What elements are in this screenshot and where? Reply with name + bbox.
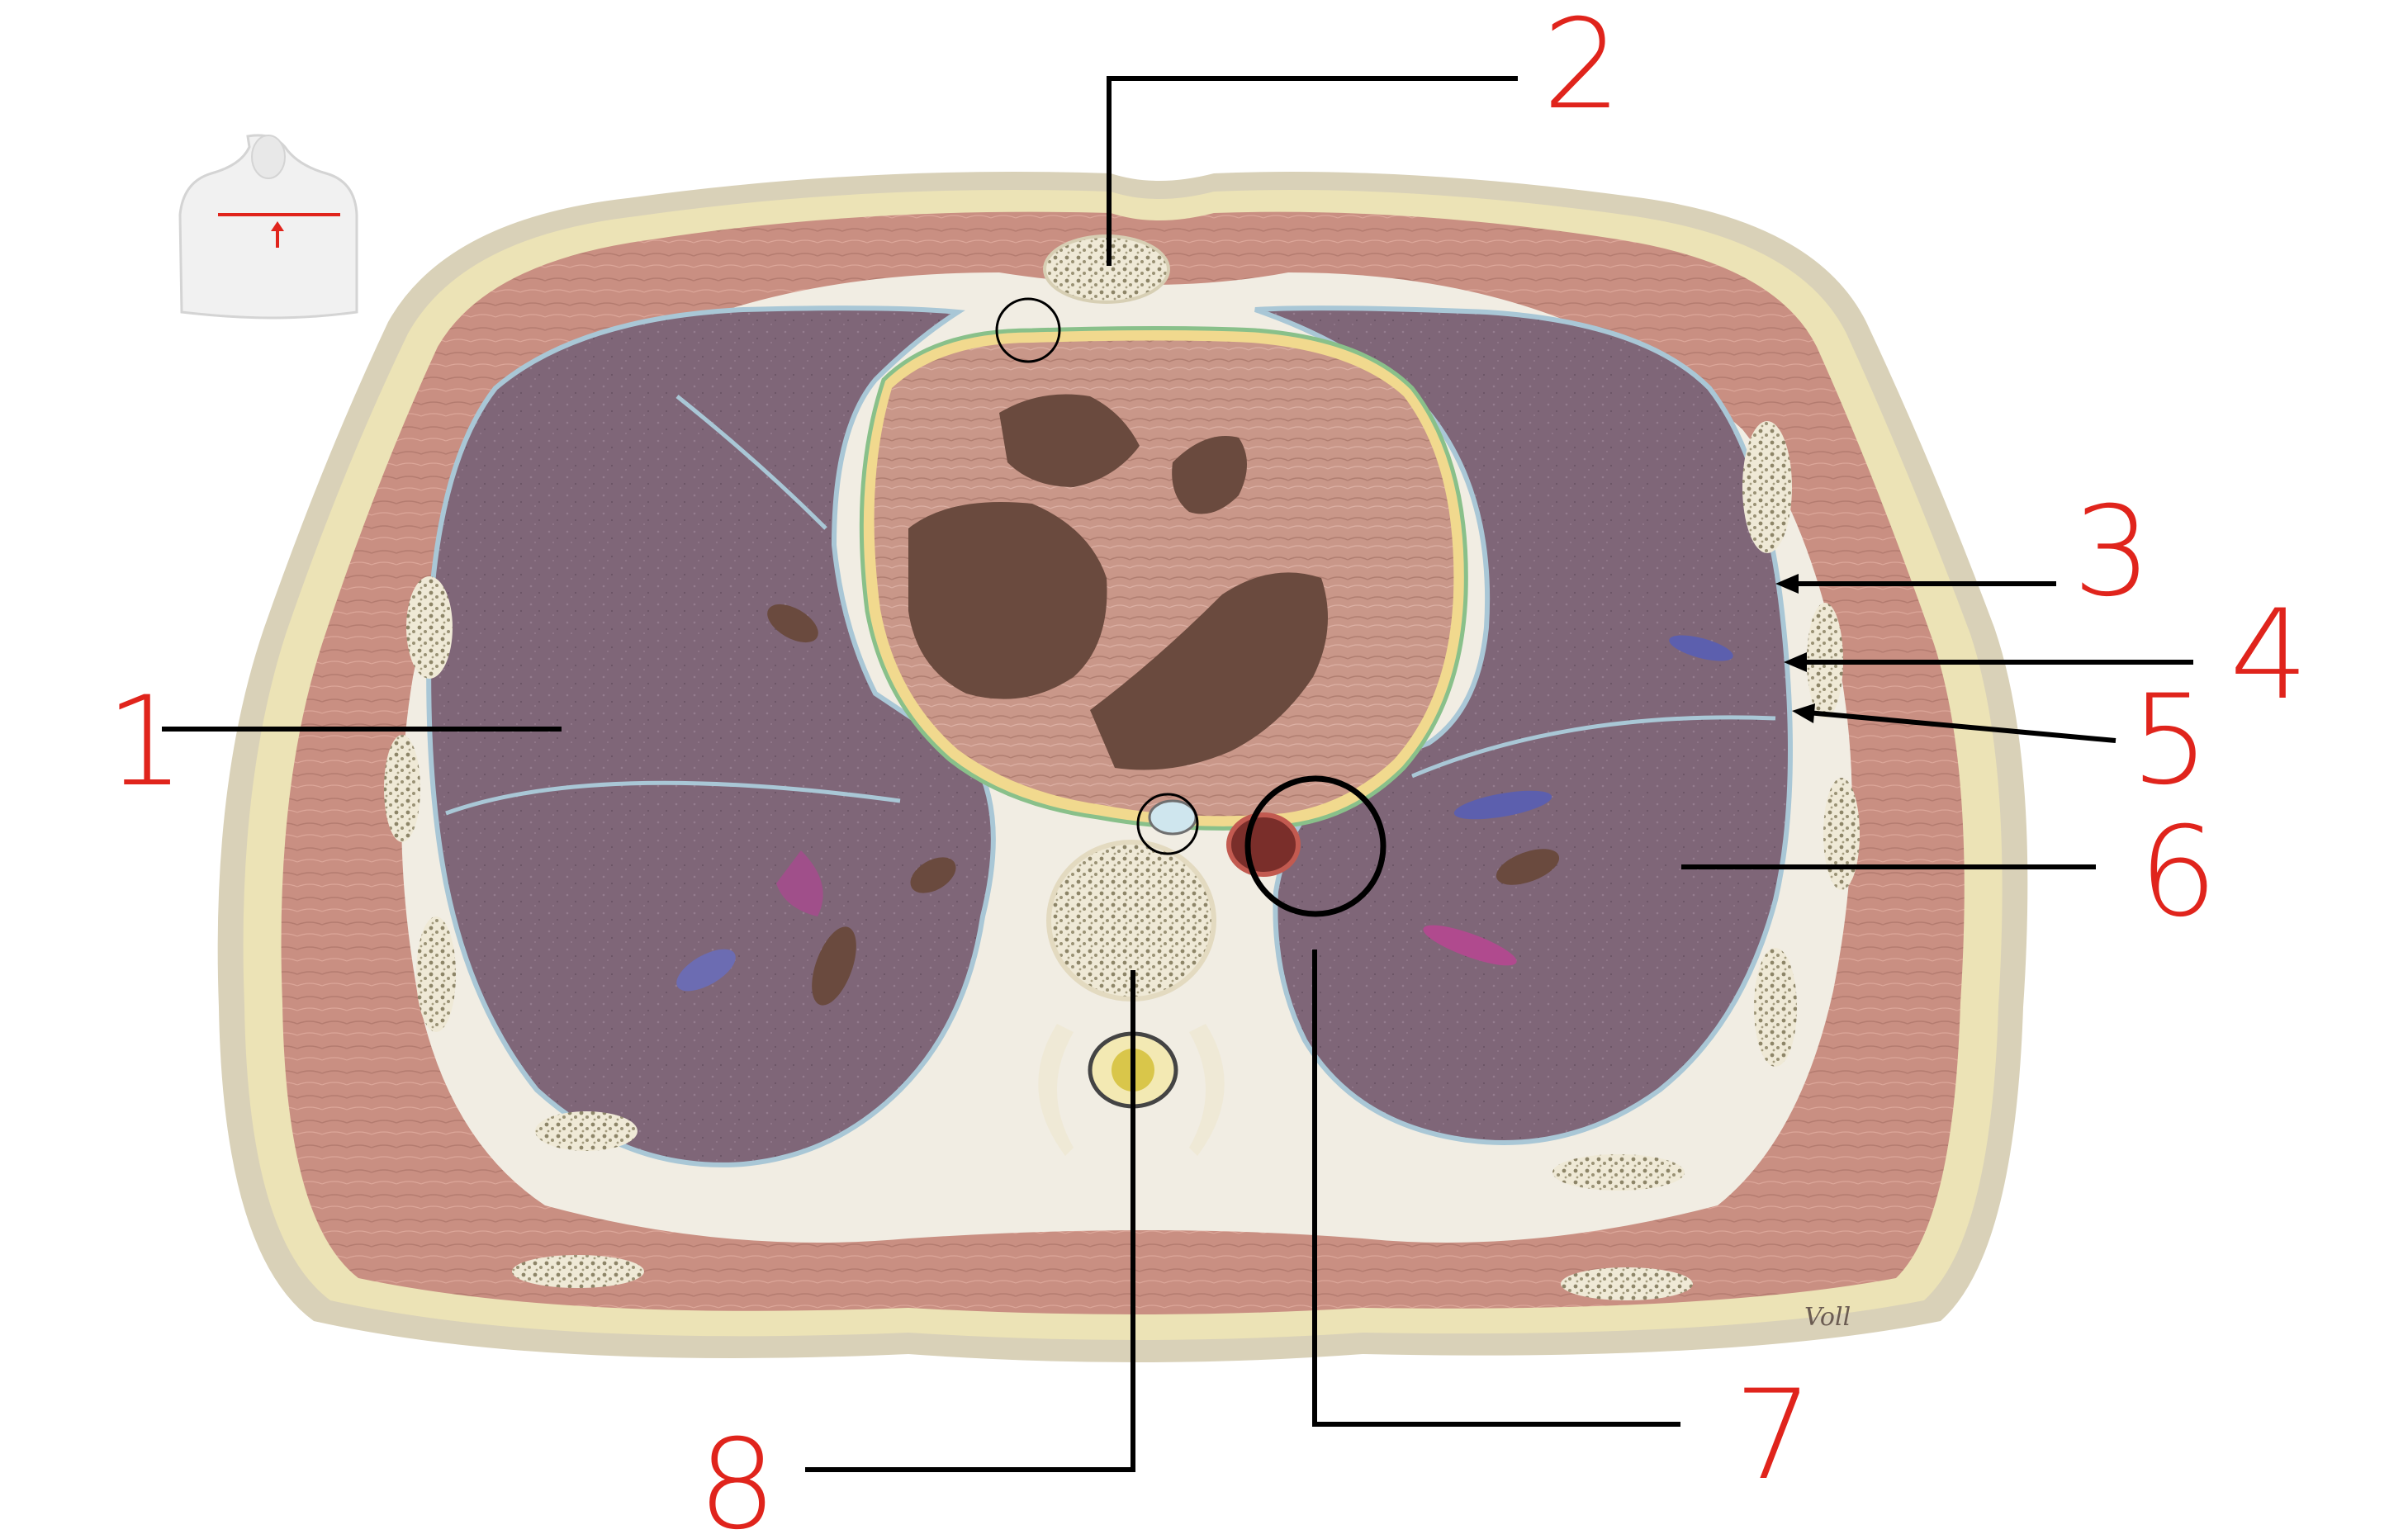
- ventricle-cavity: [1090, 572, 1328, 770]
- circle-marker-7: [1244, 775, 1386, 917]
- outflow-cavity: [999, 394, 1140, 487]
- label-3: 3: [2073, 481, 2151, 624]
- leader-line-7: [1312, 949, 1680, 1427]
- highlight-circles: [995, 297, 1386, 917]
- right-oblique-fissure: [445, 780, 901, 816]
- label-2: 2: [1543, 0, 1621, 137]
- right-atrium-cavity: [908, 502, 1107, 699]
- label-4: 4: [2230, 584, 2308, 727]
- arrowheads: [1775, 574, 1815, 723]
- left-oblique-fissure: [1411, 715, 1776, 779]
- label-8: 8: [698, 1414, 776, 1539]
- label-1: 1: [106, 670, 184, 814]
- leader-line-2: [1107, 76, 1518, 266]
- number-labels: 1 2 3 4 5 6 7 8: [106, 0, 2308, 1539]
- leader-lines: [162, 76, 2193, 1472]
- label-7: 7: [1734, 1364, 1813, 1508]
- right-horizontal-fissure: [675, 395, 827, 530]
- pulmonary-vessels: [676, 604, 1733, 1006]
- circle-marker-small: [995, 297, 1061, 363]
- esophagus: [1148, 799, 1197, 836]
- ribs: [384, 421, 1860, 1300]
- leader-line-5: [1798, 709, 2116, 743]
- left-lung: [1254, 305, 1793, 1145]
- artist-signature: Voll: [1804, 1303, 1851, 1332]
- leader-line-8: [805, 970, 1135, 1472]
- descending-aorta: [1226, 812, 1301, 877]
- torso-thumbnail-icon: [178, 134, 358, 320]
- body-cross-section: Voll: [217, 172, 2028, 1362]
- label-5: 5: [2131, 669, 2209, 812]
- left-ventricle-cavity: [1172, 436, 1247, 514]
- label-6: 6: [2139, 801, 2217, 945]
- circle-marker-esophagus: [1136, 793, 1199, 855]
- vertebra: [1038, 840, 1225, 1156]
